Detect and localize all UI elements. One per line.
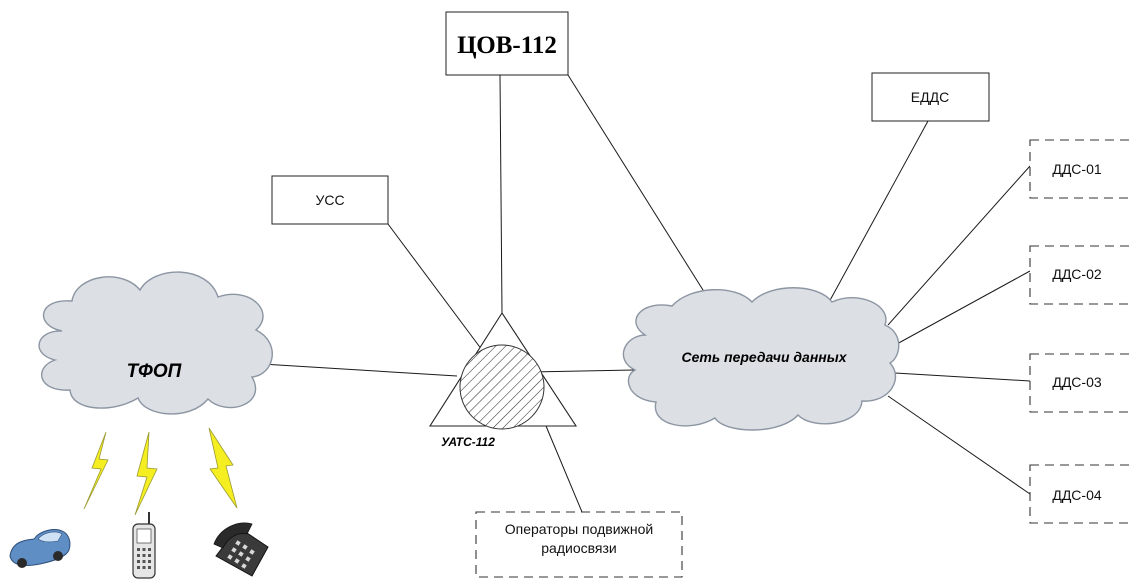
dds-04-node: ДДС-04: [1029, 464, 1134, 524]
link-uats-network: [529, 369, 635, 373]
edds-node: ЕДДС: [871, 72, 990, 122]
tfop-label: ТФОП: [127, 361, 182, 382]
uats-112-node: УАТС-112: [428, 311, 578, 449]
link-network-dds04: [887, 395, 1031, 495]
link-network-dds01: [887, 165, 1031, 326]
dds-01-node: ДДС-01: [1029, 139, 1134, 199]
lightning-icon: [208, 427, 238, 509]
dds-04-label: ДДС-04: [1052, 487, 1102, 503]
data-network-cloud: Сеть передачи данных: [622, 287, 900, 431]
uats-112-label: УАТС-112: [441, 435, 495, 449]
link-uss-uats: [387, 223, 489, 359]
dds-02-node: ДДС-02: [1029, 245, 1134, 305]
link-network-dds03: [894, 372, 1031, 382]
link-network-edds: [827, 120, 929, 305]
edds-label: ЕДДС: [911, 89, 949, 105]
mobile-operators-node: Операторы подвижной радиосвязи: [475, 511, 683, 578]
dds-02-label: ДДС-02: [1052, 266, 1102, 282]
link-uats-cov: [499, 74, 503, 314]
dds-01-label: ДДС-01: [1052, 161, 1102, 177]
lightning-icon: [83, 431, 109, 510]
mobile-operators-label-line2: радиосвязи: [541, 540, 616, 556]
dds-03-label: ДДС-03: [1052, 374, 1102, 390]
link-cov-network: [567, 74, 709, 299]
lightning-icon: [134, 431, 158, 516]
cov-112-node: ЦОВ-112: [445, 11, 569, 76]
cov-112-label: ЦОВ-112: [457, 32, 557, 59]
data-network-label: Сеть передачи данных: [682, 349, 848, 365]
uss-node: УСС: [271, 175, 389, 225]
mobile-operators-label-line1: Операторы подвижной: [505, 521, 654, 537]
connections: [261, 74, 1031, 513]
car-icon: [9, 529, 71, 568]
link-network-dds02: [894, 270, 1031, 346]
desk-phone-icon: [213, 522, 269, 577]
link-uats-operators: [545, 425, 583, 513]
uss-label: УСС: [315, 192, 344, 208]
mobile-phone-icon: [132, 512, 156, 579]
link-tfop-uats: [261, 363, 458, 377]
tfop-cloud: ТФОП: [38, 271, 273, 415]
dds-03-node: ДДС-03: [1029, 353, 1134, 413]
